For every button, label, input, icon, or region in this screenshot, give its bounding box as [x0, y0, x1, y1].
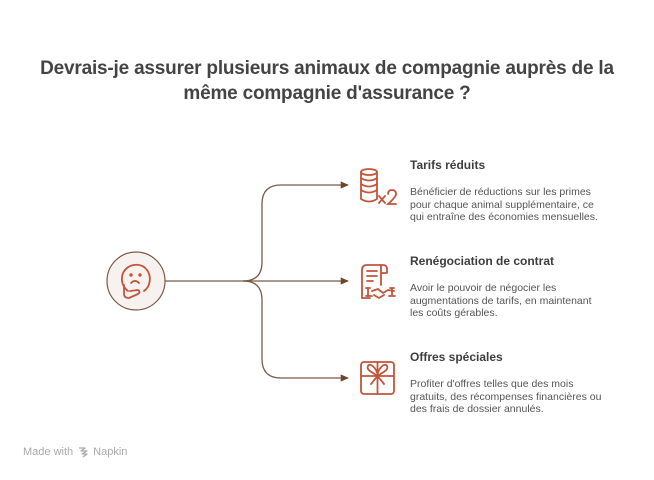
desc-line: augmentations de tarifs, en maintenant	[410, 294, 592, 307]
title-line-1: Devrais-je assurer plusieurs animaux de …	[40, 58, 614, 79]
napkin-brand-label: Napkin	[93, 446, 128, 458]
desc-line: gratuits, des récompenses financières ou	[410, 390, 602, 403]
gift-box-icon	[360, 361, 395, 395]
desc-line: pour chaque animal supplémentaire, ce	[410, 198, 594, 211]
branch-description: Avoir le pouvoir de négocier les augment…	[410, 282, 640, 320]
diagram-title: Devrais-je assurer plusieurs animaux de …	[0, 56, 654, 106]
branch-title: Offres spéciales	[410, 350, 503, 364]
desc-line: des frais de dossier annulés.	[410, 403, 544, 415]
branch-description: Profiter d'offres telles que des mois gr…	[410, 378, 640, 416]
title-line-2: même compagnie d'assurance ?	[183, 83, 471, 104]
made-with-label: Made with	[23, 446, 74, 458]
branch-item-offres: Offres spéciales Profiter d'offres telle…	[410, 350, 640, 416]
desc-line: les coûts gérables.	[410, 307, 498, 319]
footer-watermark: Made with Napkin	[23, 446, 127, 458]
napkin-logo-icon	[79, 447, 88, 458]
desc-line: Bénéficier de réductions sur les primes	[410, 186, 591, 198]
contract-handshake-icon	[361, 264, 396, 299]
desc-line: qui entraîne des économies mensuelles.	[410, 211, 598, 223]
desc-line: Avoir le pouvoir de négocier les	[410, 282, 557, 294]
branch-line-1	[242, 181, 349, 282]
branch-title: Renégociation de contrat	[410, 254, 555, 268]
coins-stack-x2-icon	[360, 168, 397, 205]
branch-item-renegociation: Renégociation de contrat Avoir le pouvoi…	[410, 254, 640, 320]
branch-line-3	[242, 280, 349, 382]
branch-item-tarifs: Tarifs réduits Bénéficier de réductions …	[410, 158, 640, 224]
branch-title: Tarifs réduits	[410, 158, 486, 172]
thinking-face-icon	[121, 263, 151, 299]
branch-description: Bénéficier de réductions sur les primes …	[410, 186, 640, 224]
desc-line: Profiter d'offres telles que des mois	[410, 378, 574, 390]
